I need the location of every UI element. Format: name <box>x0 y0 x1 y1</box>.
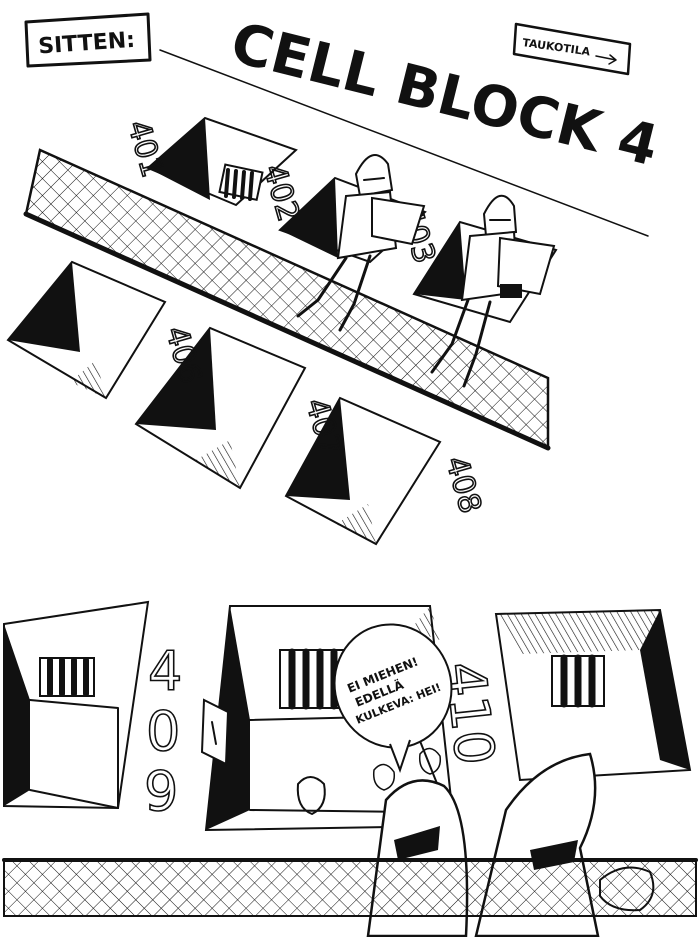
speech-bubble: EI MIEHEN! EDELLÄ KULKEVA: HEI! <box>333 623 453 773</box>
cell-number-409-digit-1: 4 <box>148 640 182 703</box>
cell-number-409: 4 0 9 <box>143 639 183 824</box>
hooded-figure-right <box>430 194 556 388</box>
cell-door-407 <box>134 326 307 490</box>
panel-top: SITTEN: CELL BLOCK 4 TAUKOTILA <box>6 11 665 546</box>
caption-box: SITTEN: <box>24 12 152 68</box>
cell-number-409-digit-3: 9 <box>144 760 178 823</box>
railing <box>2 858 698 917</box>
cell-number-409-digit-2: 0 <box>146 700 180 763</box>
cell-door-408 <box>284 396 442 546</box>
hooded-figure-left <box>296 154 426 332</box>
sign-text: TAUKOTILA <box>522 36 592 58</box>
caption-text: SITTEN: <box>37 28 135 60</box>
cell-number-401: 401 <box>120 117 169 182</box>
prisoner-in-cell <box>296 747 442 815</box>
cell-block-right <box>494 608 692 782</box>
cell-door-401 <box>146 116 298 207</box>
cell-number-408: 408 <box>438 453 487 518</box>
panel-bottom: 4 0 9 410 EI MIEHEN! EDELLÄ KULKEVA: HEI… <box>2 600 698 937</box>
walkway <box>23 148 551 451</box>
direction-sign: TAUKOTILA <box>512 22 632 76</box>
cell-door-406 <box>6 260 167 400</box>
cell-number-406: 406 <box>158 323 207 388</box>
cell-block-left <box>3 600 150 810</box>
arrow-right-icon <box>595 54 617 65</box>
cell-number-402: 402 <box>256 161 305 226</box>
wall-line <box>159 49 649 237</box>
